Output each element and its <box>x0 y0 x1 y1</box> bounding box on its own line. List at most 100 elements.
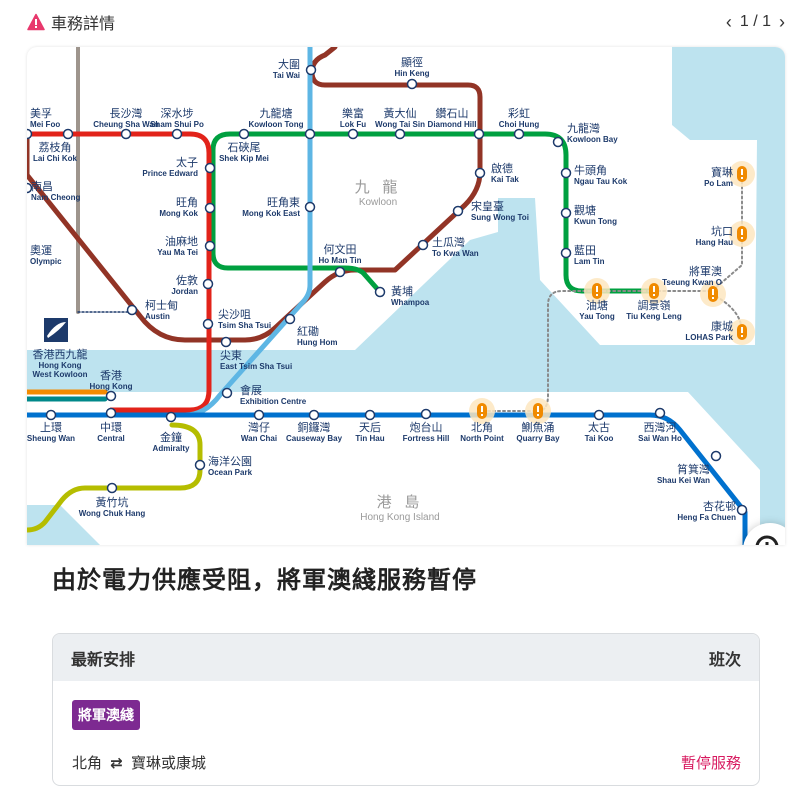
station-name-en: Hin Keng <box>394 69 429 78</box>
station-name-en: Whampoa <box>391 298 430 307</box>
station-name-zh: 樂富 <box>342 106 364 120</box>
station-node <box>204 162 216 174</box>
station-name-en: Hong Kong <box>38 361 81 370</box>
station-name-en: Yau Tong <box>579 312 615 321</box>
station-name-en: Nam Cheong <box>31 193 80 202</box>
station-name-zh: 佐敦 <box>176 273 198 287</box>
page-indicator: 1 / 1 <box>739 13 771 30</box>
chevron-right-icon[interactable]: › <box>779 12 785 32</box>
station-node <box>120 128 132 140</box>
station-node <box>593 409 605 421</box>
station-name-en: Admiralty <box>153 444 190 453</box>
station-name-zh: 藍田 <box>574 244 596 257</box>
station-name-zh: 油塘 <box>586 298 608 312</box>
station-name-zh: 大圍 <box>278 57 300 71</box>
station-node <box>220 336 232 348</box>
station-node <box>654 407 666 419</box>
station-name-en: Hong Kong <box>89 382 132 391</box>
frequency-title: 班次 <box>708 651 741 669</box>
swap-icon: ⇄ <box>110 755 123 772</box>
area-label: 九 龍 <box>355 178 402 196</box>
station-name-en: Kowloon Bay <box>567 135 618 144</box>
station-name-zh: 海洋公園 <box>208 454 252 468</box>
station-name-en: Lam Tin <box>574 257 605 266</box>
alert-mark <box>653 286 655 292</box>
station-name-en: Tin Hau <box>355 434 384 443</box>
station-name-zh: 杏花邨 <box>703 500 736 513</box>
chevron-left-icon[interactable]: ‹ <box>725 12 732 32</box>
station-name-zh: 油麻地 <box>165 234 198 248</box>
station-name-zh: 黃大仙 <box>384 106 417 120</box>
line-island <box>27 412 748 545</box>
station-name-zh: 黃埔 <box>391 285 413 298</box>
station-node <box>202 318 214 330</box>
station-node <box>253 409 265 421</box>
alert-dot <box>741 177 743 179</box>
station-node <box>202 278 214 290</box>
zoom-in-button[interactable] <box>743 523 785 545</box>
station-name-en: LOHAS Park <box>685 333 733 342</box>
station-node <box>204 240 216 252</box>
station-name-zh: 黃竹坑 <box>96 495 129 509</box>
station-name-zh: 土瓜灣 <box>432 236 465 249</box>
station-name-en: Exhibition Centre <box>240 397 307 406</box>
